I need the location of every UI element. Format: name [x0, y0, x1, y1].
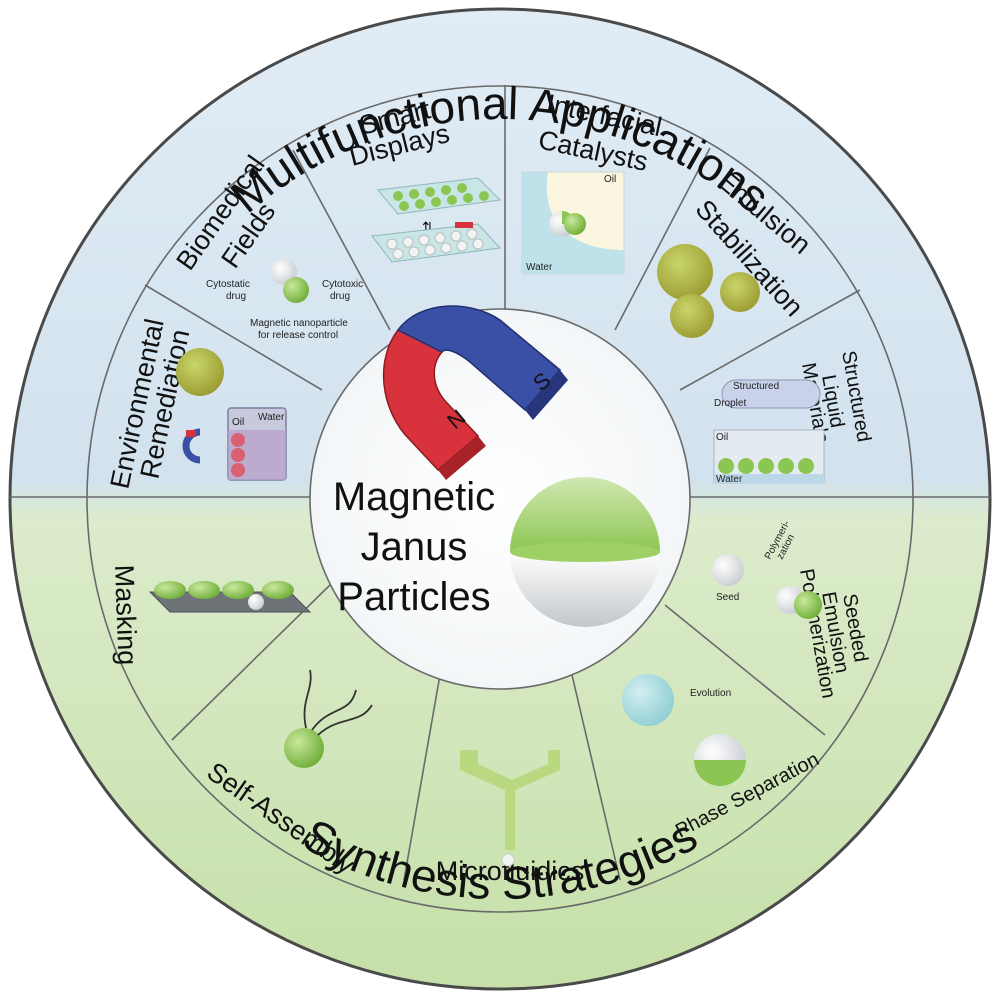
svg-text:drug: drug	[226, 291, 246, 302]
particle-icon	[176, 348, 224, 396]
center-title-line2: Janus	[361, 525, 468, 569]
sector-masking: Masking	[109, 564, 312, 666]
emulsion-droplet-icon	[657, 244, 713, 300]
display-panel-top-icon	[377, 177, 502, 215]
svg-text:Cytostatic: Cytostatic	[206, 279, 250, 290]
masking-label: Masking	[109, 564, 142, 666]
svg-text:Cytotoxic: Cytotoxic	[322, 279, 363, 290]
microfluidic-chip-icon	[460, 750, 560, 850]
svg-text:Structured: Structured	[733, 381, 779, 392]
display-panel-bottom-icon	[371, 223, 502, 263]
sector-interfacial-catalysts: Interfacial Catalysts Oil Water	[521, 89, 664, 275]
svg-text:drug: drug	[330, 291, 350, 302]
svg-text:for release control: for release control	[258, 330, 338, 341]
svg-text:⇅: ⇅	[422, 219, 434, 235]
svg-text:Water: Water	[526, 262, 553, 273]
svg-text:Water: Water	[258, 412, 285, 423]
ring-dividers	[10, 85, 990, 913]
center-title-line3: Particles	[337, 575, 490, 619]
sector-smart-displays: Smart Displays ⇅	[346, 94, 502, 263]
particle-icon	[284, 728, 324, 768]
seed-particle-icon	[712, 554, 744, 586]
svg-text:Seed: Seed	[716, 592, 739, 603]
center-title-line1: Magnetic	[333, 475, 495, 519]
horseshoe-magnet-icon: N S	[382, 305, 568, 480]
sector-microfluidics: Microfluidics	[436, 750, 584, 886]
svg-text:Droplet: Droplet	[714, 398, 746, 409]
droplet-icon	[721, 379, 821, 409]
svg-text:Oil: Oil	[604, 174, 616, 185]
svg-text:Water: Water	[716, 474, 743, 485]
svg-text:Magnetic nanoparticle: Magnetic nanoparticle	[250, 318, 348, 329]
particle-icon	[622, 674, 674, 726]
sector-structured-liquid-materials: Structured Liquid Materials Structured D…	[713, 349, 875, 485]
svg-text:Oil: Oil	[232, 417, 244, 428]
svg-text:Evolution: Evolution	[690, 688, 731, 699]
svg-text:Oil: Oil	[716, 432, 728, 443]
